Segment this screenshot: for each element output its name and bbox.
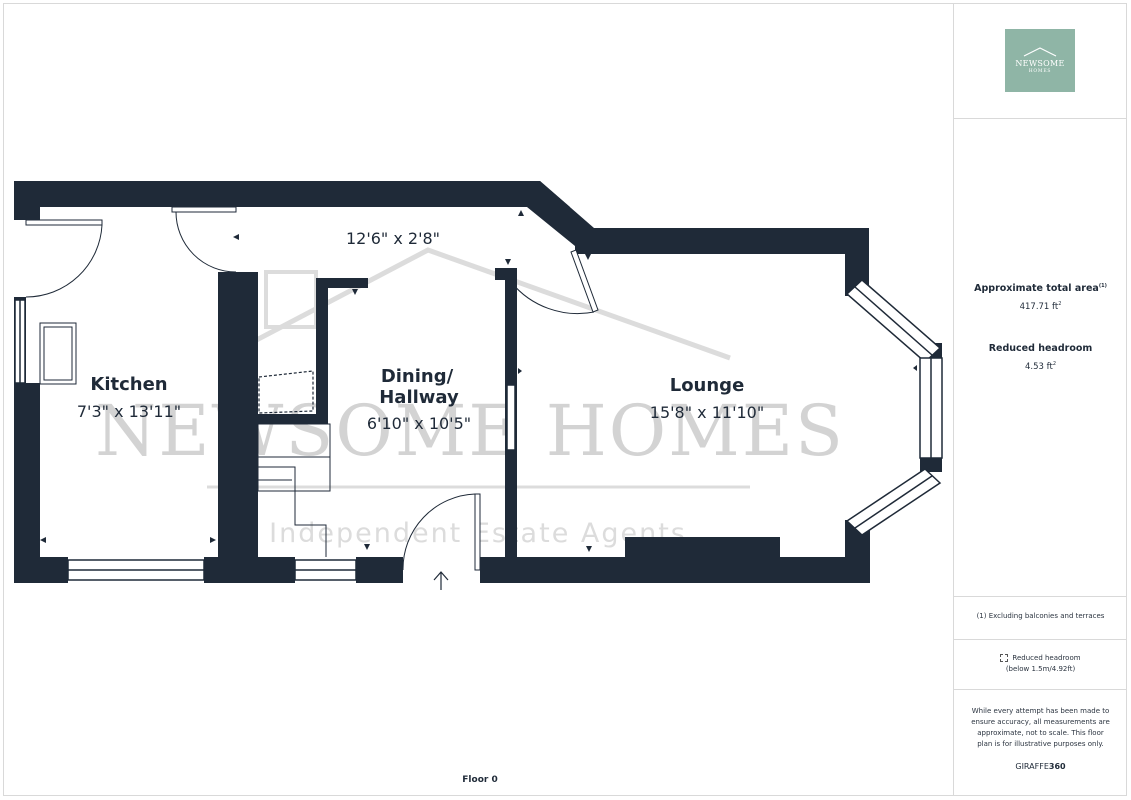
sidebar-divider xyxy=(954,118,1127,119)
front-door-leaf xyxy=(474,493,481,571)
total-area-label: Approximate total area xyxy=(974,283,1099,295)
logo-sub: HOMES xyxy=(1028,68,1052,74)
page-frame xyxy=(3,3,1127,796)
wall-cupboard-top xyxy=(316,278,368,288)
entrance-arrow xyxy=(433,571,449,590)
watermark: NEWSOME HOMES Independent Estate Agents xyxy=(95,247,843,549)
kitchen-dims: 7'3" x 13'11" xyxy=(77,402,181,421)
reduced-headroom-area xyxy=(258,370,314,414)
chimney-breast xyxy=(625,537,780,562)
windows xyxy=(14,278,943,581)
wall-cupboard-bottom xyxy=(258,414,328,424)
wall-top-left xyxy=(14,181,570,220)
total-area-note-ref: (1) xyxy=(1098,283,1107,289)
kitchen-sink xyxy=(39,322,77,385)
sidebar-divider xyxy=(954,689,1127,690)
watermark-chimney xyxy=(264,270,318,329)
hall-dims: 12'6" x 2'8" xyxy=(346,229,440,248)
legend-detail: (below 1.5m/4.92ft) xyxy=(1005,665,1076,673)
dining-dims: 6'10" x 10'5" xyxy=(367,414,471,433)
lounge-door-leaf xyxy=(570,249,599,313)
reduced-headroom-value: 4.53 ft xyxy=(1025,361,1053,372)
software-brand: GIRAFFE360 xyxy=(954,762,1127,771)
window-dining-lounge xyxy=(506,384,516,451)
lounge-dims: 15'8" x 11'10" xyxy=(650,403,764,422)
wall-top-lounge xyxy=(575,228,869,254)
dimension-markers xyxy=(40,210,917,552)
hall-door-leaf xyxy=(171,206,237,213)
total-area: Approximate total area(1) 417.71 ft2 xyxy=(974,283,1107,312)
dining-name-line1: Dining/ xyxy=(381,366,454,387)
lounge-name: Lounge xyxy=(670,375,745,396)
wall-kitchen-left-lower xyxy=(14,383,40,583)
wall-bottom-kitchen-1 xyxy=(14,557,68,583)
wall-dining-lounge-cap xyxy=(495,268,517,280)
floor-plan: NEWSOME HOMES Independent Estate Agents xyxy=(14,181,943,590)
watermark-roof xyxy=(226,247,731,361)
kitchen-door-swing xyxy=(25,224,103,298)
reduced-headroom-label: Reduced headroom xyxy=(988,343,1093,354)
info-sidebar: NEWSOME HOMES Approximate total area(1) … xyxy=(953,3,1127,796)
kitchen-door-leaf xyxy=(25,219,103,226)
wall-bottom-dining xyxy=(356,557,403,583)
software-suffix: 360 xyxy=(1048,762,1066,771)
dining-name-line2: Hallway xyxy=(379,387,459,408)
software-name: GIRAFFE xyxy=(1015,762,1049,771)
sidebar-divider xyxy=(954,596,1127,597)
reduced-headroom: Reduced headroom 4.53 ft2 xyxy=(954,343,1127,372)
headroom-legend: Reduced headroom (below 1.5m/4.92ft) xyxy=(954,653,1127,675)
stairs xyxy=(257,423,331,557)
wall-cupboard-vertical xyxy=(316,278,328,424)
disclaimer: While every attempt has been made to ens… xyxy=(971,707,1110,748)
lounge-door-swing xyxy=(510,281,595,315)
legend-label: Reduced headroom xyxy=(1012,654,1081,662)
reduced-headroom-icon xyxy=(1000,654,1009,662)
house-roof-icon xyxy=(1023,46,1057,57)
doors xyxy=(25,206,599,571)
walls xyxy=(14,181,942,583)
brand-logo: NEWSOME HOMES xyxy=(1005,29,1075,92)
front-door-swing xyxy=(402,493,476,571)
logo-name: NEWSOME xyxy=(1015,58,1065,68)
floor-label: Floor 0 xyxy=(462,775,498,785)
footnote: (1) Excluding balconies and terraces xyxy=(976,612,1105,620)
total-area-value: 417.71 ft xyxy=(1019,301,1059,312)
hall-door-swing xyxy=(175,211,237,273)
wall-kitchen-dining xyxy=(218,272,258,583)
sidebar-divider xyxy=(954,639,1127,640)
kitchen-name: Kitchen xyxy=(90,374,167,395)
